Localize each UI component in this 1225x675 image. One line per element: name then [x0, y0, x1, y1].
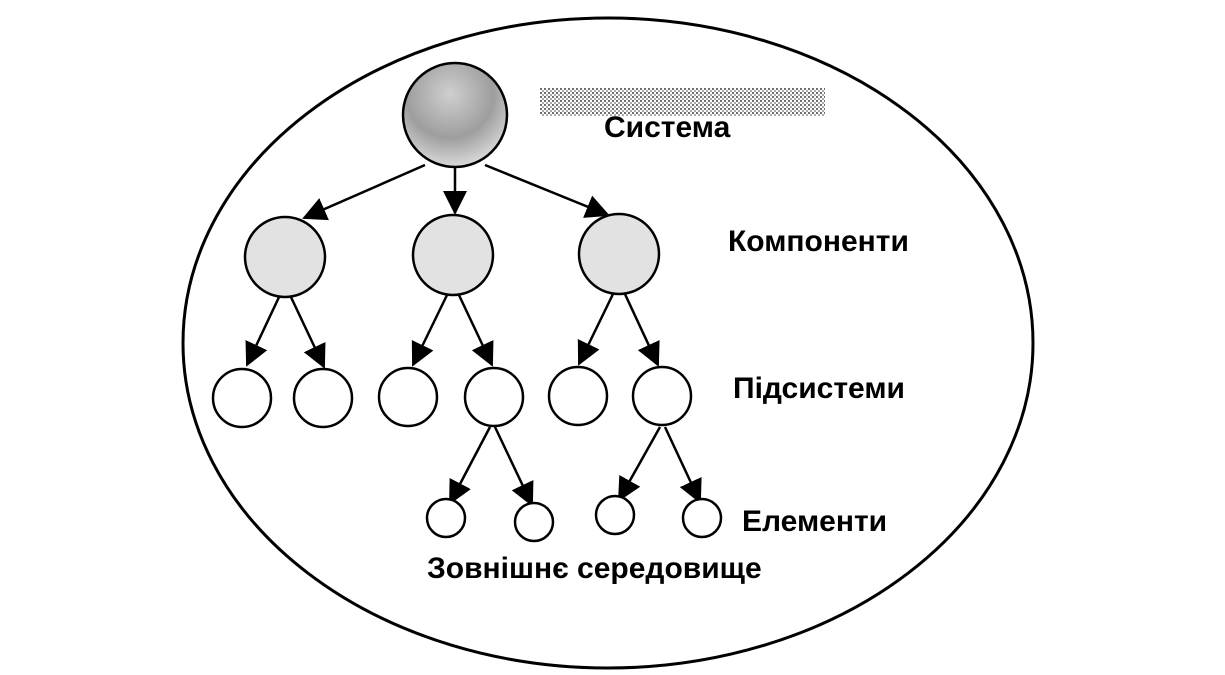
subsystems-label: Підсистеми: [733, 372, 905, 405]
system-label-highlight: [540, 88, 825, 116]
subsystem-node-3: [377, 366, 439, 428]
subsystem-node-5: [547, 365, 609, 427]
environment-label: Зовнішнє середовище: [427, 552, 762, 585]
component-node-1: [243, 215, 327, 299]
components-label: Компоненти: [728, 225, 909, 258]
subsystem-node-1: [211, 367, 273, 429]
edge-component-1-subsystem-1: [245, 294, 282, 367]
edge-component-1-subsystem-2: [288, 294, 326, 369]
component-node-2: [411, 213, 495, 297]
system-label: Система: [604, 111, 731, 144]
edge-component-2-subsystem-4: [456, 292, 494, 367]
edge-component-3-subsystem-5: [577, 291, 616, 366]
element-node-2: [513, 501, 555, 543]
hierarchy-edges: [245, 163, 702, 507]
edge-system-component-1: [302, 163, 426, 221]
edge-subsystem-6-element-3: [617, 426, 662, 502]
elements-label: Елементи: [742, 505, 887, 538]
element-node-4: [681, 497, 723, 539]
component-node-3: [577, 212, 661, 296]
edge-subsystem-4-element-1: [448, 426, 492, 505]
edge-component-2-subsystem-3: [411, 292, 450, 367]
system-node: [401, 61, 509, 169]
subsystem-node-6: [631, 365, 693, 427]
element-node-3: [594, 494, 636, 536]
edge-subsystem-4-element-2: [493, 426, 534, 507]
environment-boundary: [181, 16, 1035, 670]
hierarchy-nodes: [211, 61, 723, 543]
edge-component-3-subsystem-6: [622, 291, 660, 367]
subsystem-node-4: [463, 366, 525, 428]
element-node-1: [425, 497, 467, 539]
edge-system-component-3: [484, 163, 610, 218]
subsystem-node-2: [292, 367, 354, 429]
edge-subsystem-6-element-4: [663, 426, 702, 504]
